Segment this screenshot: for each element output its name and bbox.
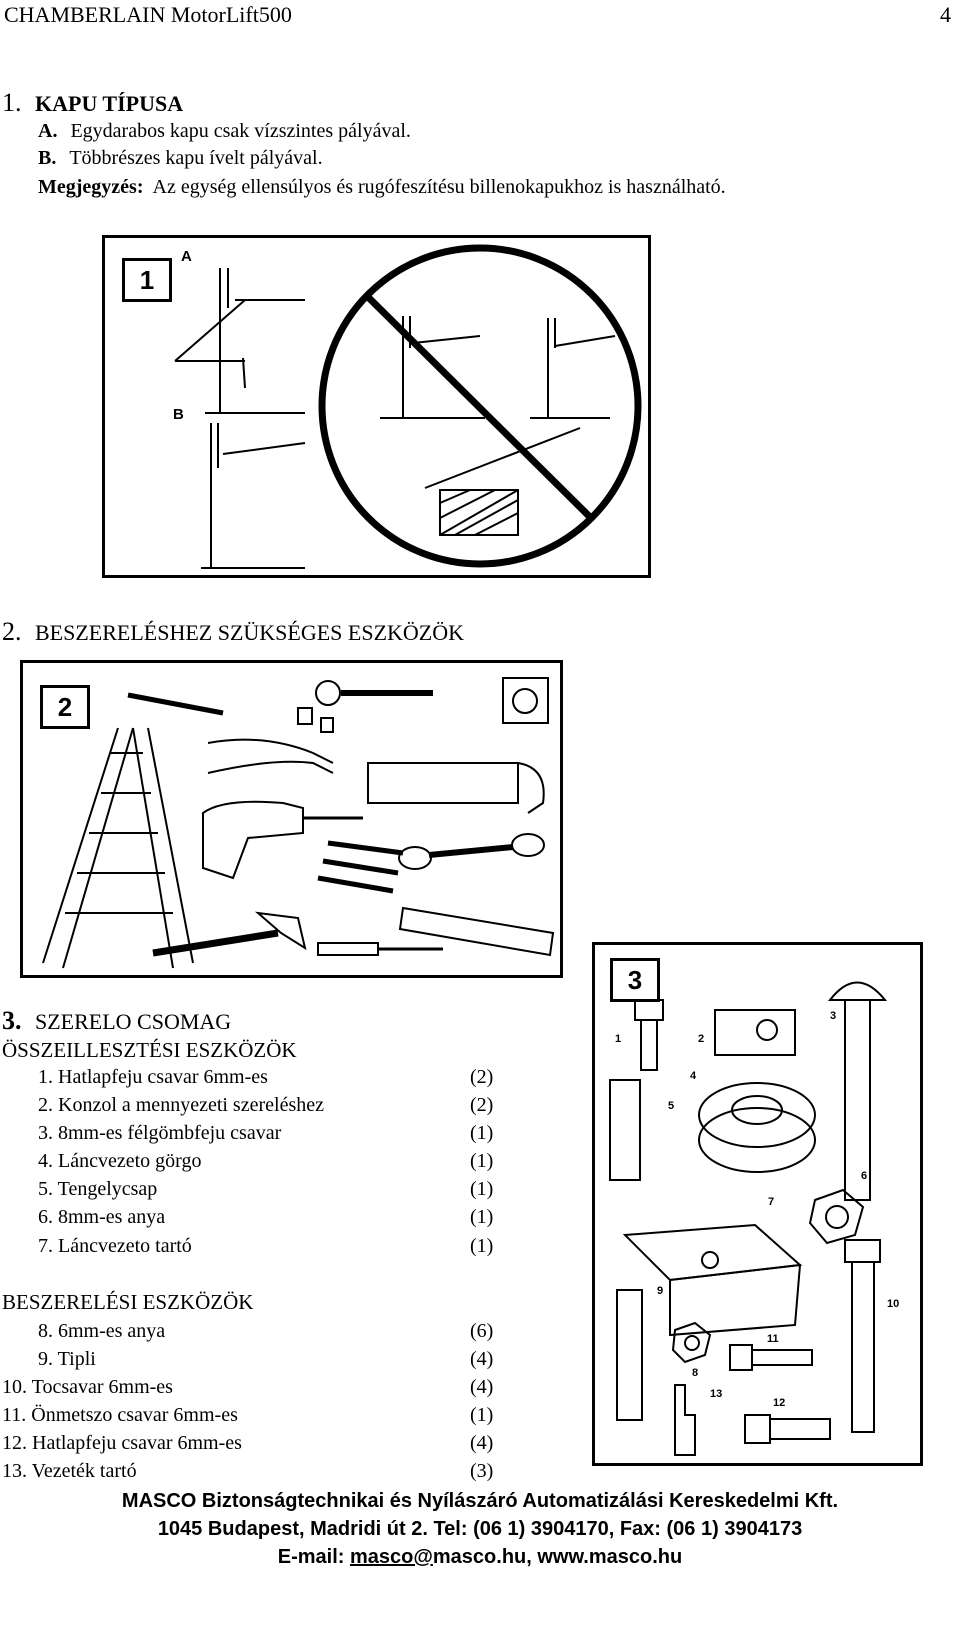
part-label-8: 8 xyxy=(692,1367,699,1379)
part-label-2: 2 xyxy=(698,1033,705,1045)
list-item: 4. Láncvezeto görgo xyxy=(38,1150,202,1172)
figure1-door-types: 1 A B xyxy=(102,235,651,578)
list-item: 12. Hatlapfeju csavar 6mm-es xyxy=(2,1432,242,1454)
section3-title: SZERELO CSOMAG xyxy=(35,1009,232,1034)
list-item-qty: (3) xyxy=(470,1460,494,1482)
email-link[interactable]: masco@ xyxy=(350,1546,433,1568)
part-label-10: 10 xyxy=(887,1298,900,1310)
footer-address: 1045 Budapest, Madridi út 2. Tel: (06 1)… xyxy=(157,1518,803,1540)
type-b-text: Többrészes kapu ívelt pályával. xyxy=(69,147,323,169)
section2-title: BESZERELÉSHEZ SZÜKSÉGES ESZKÖZÖK xyxy=(35,620,464,645)
list-item-qty: (1) xyxy=(470,1235,494,1257)
note-text: Az egység ellensúlyos és rugófeszítésu b… xyxy=(152,176,726,198)
list-item-qty: (6) xyxy=(470,1320,494,1342)
document-title: CHAMBERLAIN MotorLift500 xyxy=(4,2,292,27)
list-item: 7. Láncvezeto tartó xyxy=(38,1235,192,1257)
assembly-parts-list: 1. Hatlapfeju csavar 6mm-es (2) 2. Konzo… xyxy=(38,1066,493,1266)
part-label-4: 4 xyxy=(690,1070,697,1082)
list-item: 5. Tengelycsap xyxy=(38,1178,158,1200)
door-types-illustration xyxy=(174,244,642,569)
part-label-9: 9 xyxy=(657,1285,664,1297)
figure3-badge: 3 xyxy=(610,958,660,1002)
list-item-qty: (1) xyxy=(470,1150,494,1172)
figure1-badge: 1 xyxy=(122,258,172,302)
list-item-qty: (1) xyxy=(470,1206,494,1228)
type-a-label: A. xyxy=(38,120,58,142)
part-label-12: 12 xyxy=(773,1397,786,1409)
section3-subtitle: ÖSSZEILLESZTÉSI ESZKÖZÖK xyxy=(2,1038,297,1062)
list-item: 6. 8mm-es anya xyxy=(38,1206,166,1228)
email-label: E-mail: xyxy=(277,1546,351,1568)
footer-company: MASCO Biztonságtechnikai és Nyílászáró A… xyxy=(121,1490,839,1512)
list-item: 13. Vezeték tartó xyxy=(2,1460,137,1482)
type-a-text: Egydarabos kapu csak vízszintes pályával… xyxy=(70,120,411,142)
section3-heading: 3. SZERELO CSOMAG xyxy=(2,1006,231,1036)
part-label-7: 7 xyxy=(768,1196,775,1208)
list-item-qty: (2) xyxy=(470,1066,494,1088)
list-item-qty: (4) xyxy=(470,1348,494,1370)
figure2-badge: 2 xyxy=(40,685,90,729)
section3-number: 3. xyxy=(2,1006,22,1035)
part-label-3: 3 xyxy=(830,1010,837,1022)
list-item-qty: (1) xyxy=(470,1122,494,1144)
note-label: Megjegyzés: xyxy=(38,176,144,198)
part-label-6: 6 xyxy=(861,1170,868,1182)
part-label-11: 11 xyxy=(767,1333,779,1345)
part-label-13: 13 xyxy=(710,1388,723,1400)
part-label-5: 5 xyxy=(668,1100,675,1112)
install-parts-list: 8. 6mm-es anya (6) 9. Tipli (4) 10. Tocs… xyxy=(2,1320,493,1490)
page-number: 4 xyxy=(940,2,951,27)
list-item-qty: (4) xyxy=(470,1376,494,1398)
type-b-label: B. xyxy=(38,147,57,169)
list-item-qty: (2) xyxy=(470,1094,494,1116)
install-parts-title: BESZERELÉSI ESZKÖZÖK xyxy=(2,1290,254,1314)
parts-illustration xyxy=(609,981,888,1456)
list-item-qty: (4) xyxy=(470,1432,494,1454)
email-rest: masco.hu, www.masco.hu xyxy=(432,1546,683,1568)
list-item: 8. 6mm-es anya xyxy=(38,1320,166,1342)
section2-heading: 2. BESZERELÉSHEZ SZÜKSÉGES ESZKÖZÖK xyxy=(2,617,464,647)
list-item-qty: (1) xyxy=(470,1178,494,1200)
figure2-tools: 2 xyxy=(20,660,563,978)
figure1-label-a: A xyxy=(181,248,192,265)
list-item-qty: (1) xyxy=(470,1404,494,1426)
type-a-line: A. Egydarabos kapu csak vízszintes pályá… xyxy=(38,120,411,143)
part-label-1: 1 xyxy=(615,1033,622,1045)
section2-number: 2. xyxy=(2,617,22,646)
tools-illustration xyxy=(42,677,555,969)
figure1-label-b: B xyxy=(173,406,184,423)
list-item: 10. Tocsavar 6mm-es xyxy=(2,1376,173,1398)
footer-contact: E-mail: masco@masco.hu, www.masco.hu xyxy=(0,1546,960,1569)
list-item: 3. 8mm-es félgömbfeju csavar xyxy=(38,1122,282,1144)
list-item: 9. Tipli xyxy=(38,1348,96,1370)
list-item: 2. Konzol a mennyezeti szereléshez xyxy=(38,1094,324,1116)
section1-number: 1. xyxy=(2,88,22,117)
note-line: Megjegyzés: Az egység ellensúlyos és rug… xyxy=(38,176,726,199)
list-item: 1. Hatlapfeju csavar 6mm-es xyxy=(38,1066,268,1088)
type-b-line: B. Többrészes kapu ívelt pályával. xyxy=(38,147,323,170)
figure3-parts: 3 1 2 3 4 5 6 7 8 9 10 11 12 13 xyxy=(592,942,923,1466)
section1-title: KAPU TÍPUSA xyxy=(35,91,184,116)
section1-heading: 1. KAPU TÍPUSA xyxy=(2,88,183,118)
list-item: 11. Önmetszo csavar 6mm-es xyxy=(2,1404,238,1426)
